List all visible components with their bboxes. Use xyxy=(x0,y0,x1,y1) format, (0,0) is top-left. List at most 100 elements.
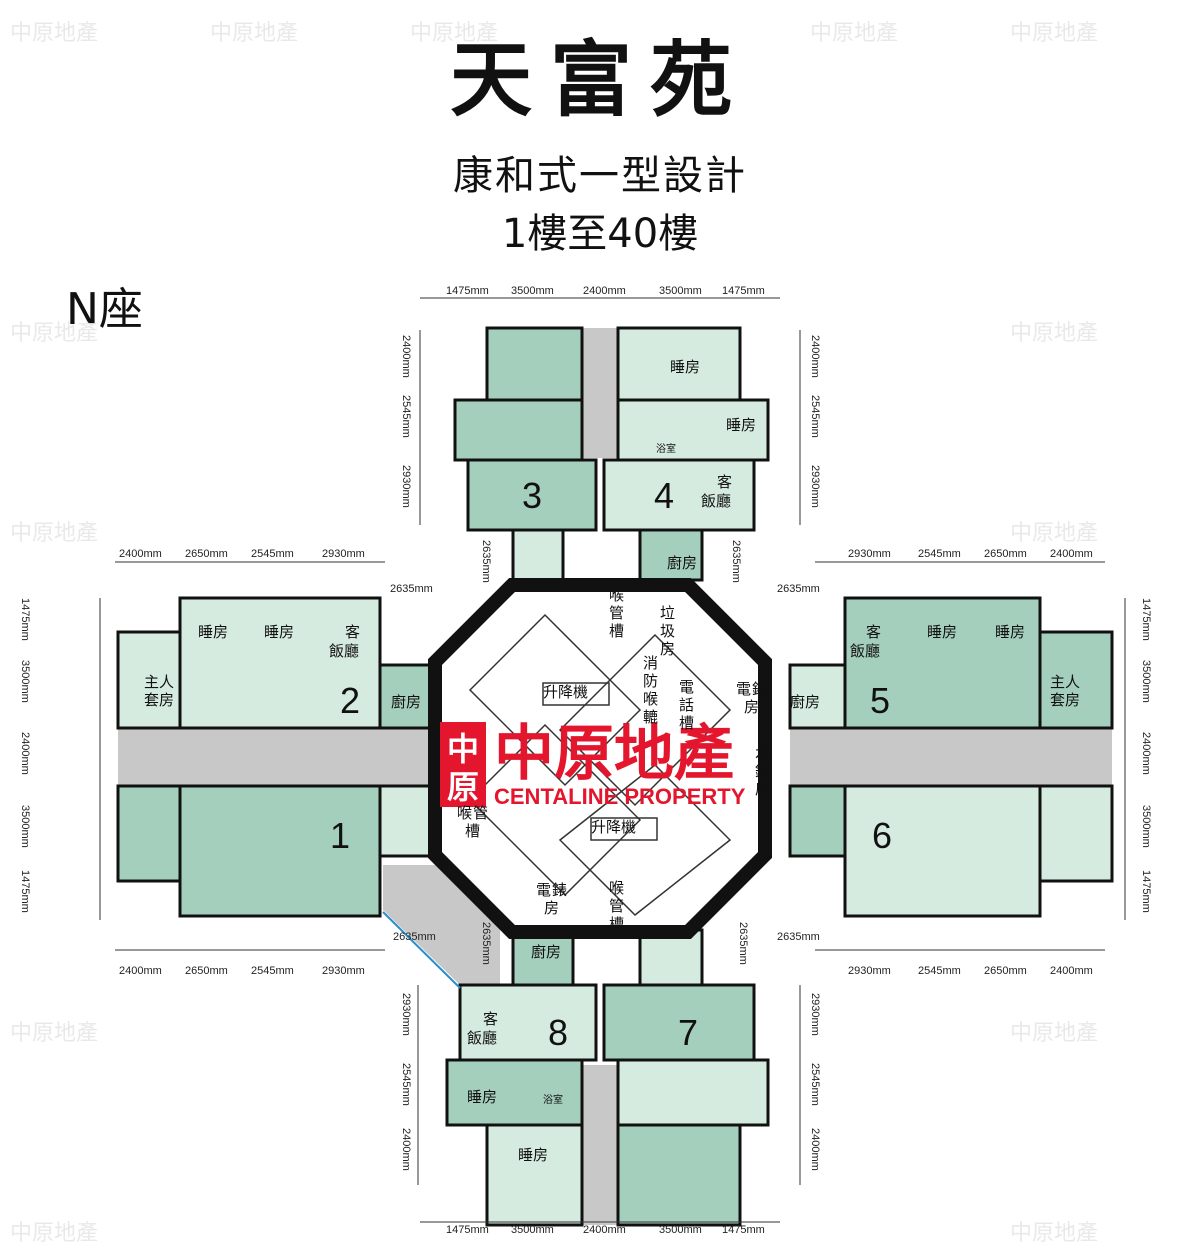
svg-text:2635mm: 2635mm xyxy=(480,922,492,965)
svg-text:房: 房 xyxy=(744,698,759,716)
svg-text:3500mm: 3500mm xyxy=(19,805,31,848)
unit-number-6: 6 xyxy=(872,815,892,856)
svg-text:2400mm: 2400mm xyxy=(583,285,626,297)
svg-text:套房: 套房 xyxy=(1050,691,1080,709)
svg-text:錶: 錶 xyxy=(752,680,767,698)
svg-text:2400mm: 2400mm xyxy=(1050,965,1093,977)
svg-text:房: 房 xyxy=(544,899,559,917)
svg-text:中原地產: 中原地產 xyxy=(1010,1021,1098,1046)
unit-1-shape xyxy=(116,784,437,918)
svg-text:3500mm: 3500mm xyxy=(1140,805,1152,848)
svg-text:主人: 主人 xyxy=(144,673,174,691)
svg-text:睡房: 睡房 xyxy=(927,623,957,641)
svg-text:2930mm: 2930mm xyxy=(322,548,365,560)
svg-text:中原地產: 中原地產 xyxy=(10,521,98,546)
svg-text:2635mm: 2635mm xyxy=(777,931,820,943)
unit-number-7: 7 xyxy=(678,1012,698,1053)
svg-text:睡房: 睡房 xyxy=(726,416,756,434)
svg-text:1475mm: 1475mm xyxy=(446,285,489,297)
svg-text:槽: 槽 xyxy=(465,822,480,840)
svg-text:垃: 垃 xyxy=(660,604,675,622)
svg-text:主人: 主人 xyxy=(1050,673,1080,691)
svg-text:轆: 轆 xyxy=(643,708,658,726)
brand-name: 中原地產 xyxy=(494,719,734,789)
svg-text:飯廳: 飯廳 xyxy=(850,642,880,660)
svg-text:廚房: 廚房 xyxy=(667,554,697,572)
svg-text:2930mm: 2930mm xyxy=(400,993,412,1036)
svg-text:喉: 喉 xyxy=(609,879,624,897)
svg-text:2400mm: 2400mm xyxy=(809,335,821,378)
unit-3-shape xyxy=(453,326,598,582)
svg-text:2650mm: 2650mm xyxy=(984,548,1027,560)
svg-text:2400mm: 2400mm xyxy=(809,1128,821,1171)
svg-text:管: 管 xyxy=(609,604,624,622)
svg-text:2635mm: 2635mm xyxy=(777,583,820,595)
svg-text:飯廳: 飯廳 xyxy=(467,1029,497,1047)
unit-number-3: 3 xyxy=(522,475,542,516)
svg-text:升降機: 升降機 xyxy=(591,818,636,836)
svg-text:3500mm: 3500mm xyxy=(659,1224,702,1236)
svg-text:2545mm: 2545mm xyxy=(400,1063,412,1106)
svg-text:錶: 錶 xyxy=(552,881,567,899)
svg-text:中原地產: 中原地產 xyxy=(10,1221,98,1246)
svg-text:中原地產: 中原地產 xyxy=(1010,1221,1098,1246)
unit-8-shape xyxy=(445,928,598,1227)
dimension-labels: 1475mm 3500mm 2400mm 3500mm 1475mm 1475m… xyxy=(119,285,1093,1236)
svg-text:1475mm: 1475mm xyxy=(1140,870,1152,913)
brand-english: CENTALINE PROPERTY xyxy=(494,784,746,809)
svg-text:3500mm: 3500mm xyxy=(1140,660,1152,703)
svg-text:2400mm: 2400mm xyxy=(119,965,162,977)
svg-text:中原地產: 中原地產 xyxy=(210,21,298,46)
dimension-lines xyxy=(99,297,1126,1223)
svg-text:1475mm: 1475mm xyxy=(446,1224,489,1236)
svg-text:2650mm: 2650mm xyxy=(185,965,228,977)
svg-text:睡房: 睡房 xyxy=(670,358,700,376)
room-labels: 睡房 睡房 客 飯廳 主人 套房 廚房 睡房 睡房 浴室 客 飯廳 廚房 客 飯… xyxy=(144,358,1080,1164)
unit-7-shape xyxy=(602,928,770,1227)
svg-text:2545mm: 2545mm xyxy=(251,965,294,977)
core-labels: 喉 管 槽 垃 圾 房 消 防 喉 轆 電 話 槽 電 錶 房 水 錶 房 喉 … xyxy=(457,586,770,933)
svg-text:中原地產: 中原地產 xyxy=(1010,21,1098,46)
svg-text:3500mm: 3500mm xyxy=(659,285,702,297)
svg-text:2930mm: 2930mm xyxy=(809,993,821,1036)
svg-text:睡房: 睡房 xyxy=(264,623,294,641)
svg-text:2635mm: 2635mm xyxy=(393,931,436,943)
core-interior xyxy=(468,613,732,917)
svg-text:中原地產: 中原地產 xyxy=(810,21,898,46)
svg-text:套房: 套房 xyxy=(144,691,174,709)
svg-text:3500mm: 3500mm xyxy=(19,660,31,703)
svg-text:中原地產: 中原地產 xyxy=(10,1021,98,1046)
svg-text:槽: 槽 xyxy=(679,714,694,732)
svg-text:客: 客 xyxy=(717,473,732,491)
svg-text:中原地產: 中原地產 xyxy=(410,21,498,46)
seal-text-a: 中 xyxy=(447,730,479,768)
vertical-dimension-labels: 2400mm 2545mm 2930mm 2400mm 2545mm 2930m… xyxy=(19,335,1152,1171)
svg-text:2930mm: 2930mm xyxy=(809,465,821,508)
svg-text:喉: 喉 xyxy=(643,690,658,708)
unit-number-5: 5 xyxy=(870,680,890,721)
unit-number-2: 2 xyxy=(340,680,360,721)
design-type: 康和式一型設計 xyxy=(453,153,747,199)
svg-text:2930mm: 2930mm xyxy=(322,965,365,977)
svg-text:電: 電 xyxy=(679,678,694,696)
svg-text:睡房: 睡房 xyxy=(518,1146,548,1164)
svg-text:浴室: 浴室 xyxy=(656,442,676,455)
unit-5-shape xyxy=(788,596,1114,730)
svg-text:客: 客 xyxy=(483,1010,498,1028)
svg-text:1475mm: 1475mm xyxy=(19,870,31,913)
svg-text:管: 管 xyxy=(473,804,488,822)
svg-text:2635mm: 2635mm xyxy=(737,922,749,965)
unit-6-shape xyxy=(788,784,1114,918)
svg-text:1475mm: 1475mm xyxy=(19,598,31,641)
svg-text:2930mm: 2930mm xyxy=(400,465,412,508)
unit-4-shape xyxy=(602,326,770,582)
svg-text:2400mm: 2400mm xyxy=(19,732,31,775)
svg-text:房: 房 xyxy=(660,640,675,658)
svg-text:飯廳: 飯廳 xyxy=(329,642,359,660)
svg-text:1475mm: 1475mm xyxy=(1140,598,1152,641)
svg-text:電: 電 xyxy=(736,680,751,698)
unit-number-4: 4 xyxy=(654,475,674,516)
svg-text:水: 水 xyxy=(755,744,770,762)
svg-text:升降機: 升降機 xyxy=(543,683,588,701)
